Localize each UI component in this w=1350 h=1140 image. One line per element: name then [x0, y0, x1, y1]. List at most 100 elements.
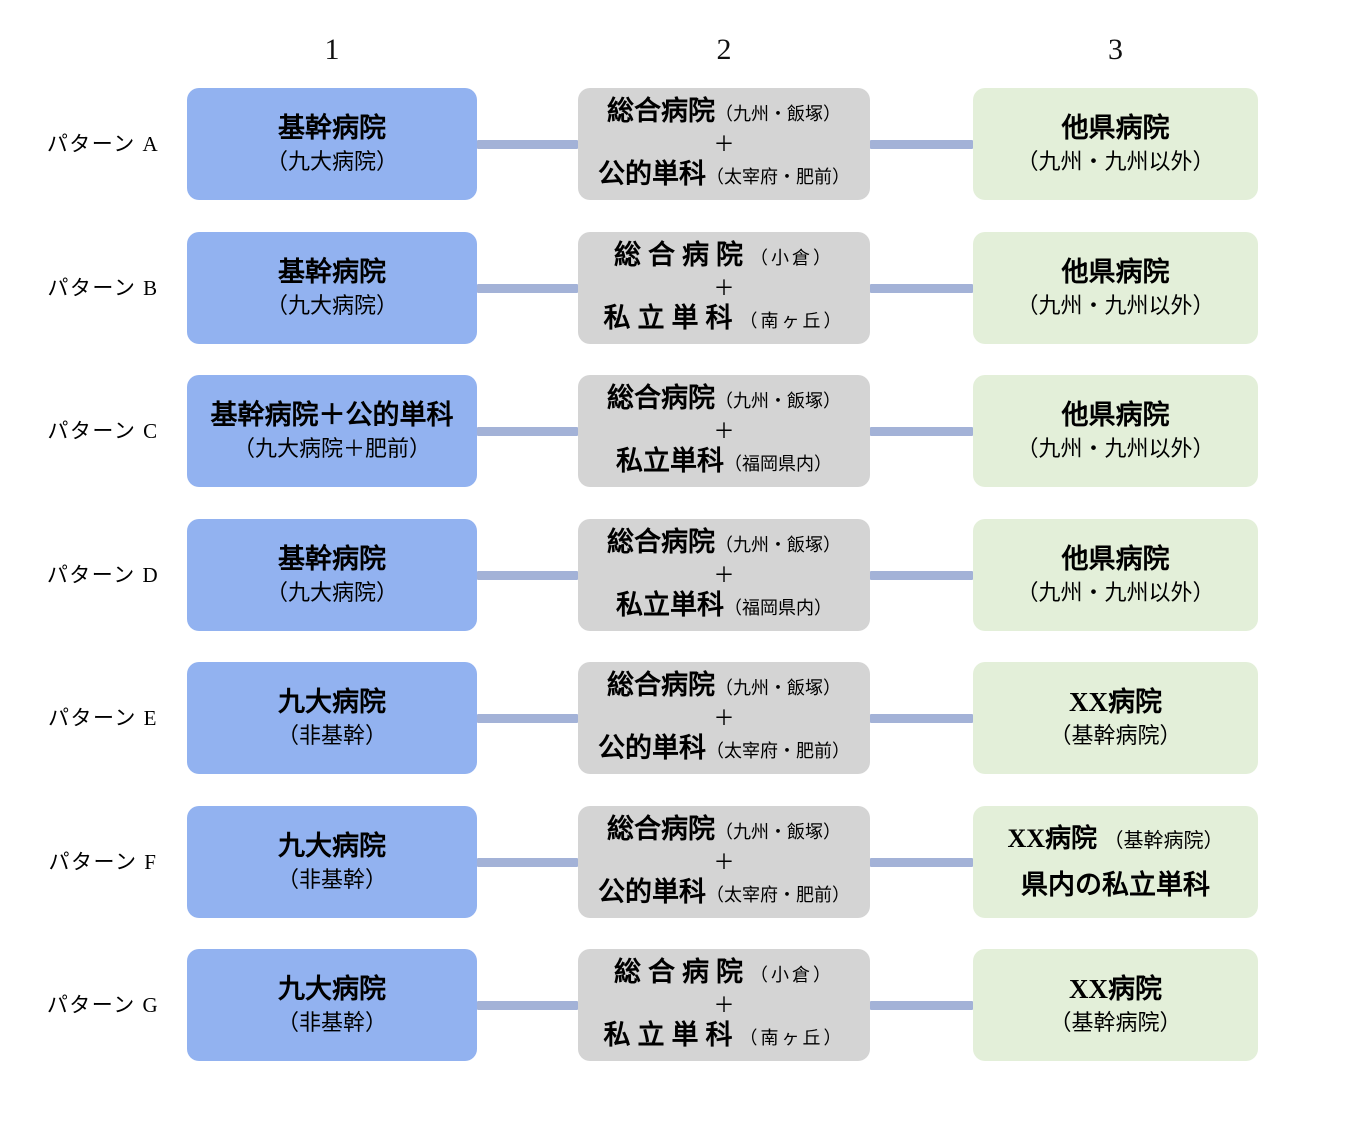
node-line-1-suffix: （九州・飯塚）: [715, 104, 841, 124]
node-line-1-main: 総合病院: [607, 383, 715, 413]
node-column1[interactable]: 基幹病院（九大病院）: [187, 232, 477, 344]
node-secondary-label: （基幹病院）: [1049, 723, 1182, 748]
node-column1[interactable]: 九大病院 （非基幹）: [187, 662, 477, 774]
node-line-2: 私立単科（福岡県内）: [616, 444, 832, 481]
node-column1[interactable]: 基幹病院（九大病院）: [187, 519, 477, 631]
connector-col2-col3: [870, 284, 973, 293]
node-column3[interactable]: XX病院 （基幹病院）: [973, 662, 1258, 774]
node-line-1-suffix: （九州・飯塚）: [715, 391, 841, 411]
pattern-row-label: パターン A: [46, 132, 160, 156]
node-line-1-main: 総合病院: [607, 814, 715, 844]
node-line-2-suffix: （福岡県内）: [724, 598, 832, 618]
node-secondary-label: （非基幹）: [276, 867, 387, 892]
connector-col2-col3: [870, 571, 973, 580]
node-line-2: 公的単科（太宰府・肥前）: [598, 731, 850, 768]
node-line-1-suffix: （九州・飯塚）: [715, 535, 841, 555]
node-secondary-label: （九州・九州以外）: [1016, 436, 1215, 461]
node-line-2: 県内の私立単科: [1021, 870, 1210, 900]
node-plus-separator: ＋: [713, 276, 735, 300]
node-column1[interactable]: 九大病院（非基幹）: [187, 949, 477, 1061]
node-line-1-main: 総合病院: [607, 527, 715, 557]
node-column2[interactable]: 総合病院（九州・飯塚）＋公的単科（太宰府・肥前）: [578, 806, 870, 918]
node-column2[interactable]: 総合病院（小倉）＋私立単科（南ヶ丘）: [578, 232, 870, 344]
node-line-2-main: 私立単科: [616, 590, 724, 620]
node-line-2-suffix: （福岡県内）: [724, 454, 832, 474]
node-secondary-label: （九州・九州以外）: [1016, 293, 1215, 318]
connector-col1-col2: [477, 571, 578, 580]
node-line-2-suffix: （南ヶ丘）: [739, 1028, 845, 1048]
node-line-2-main: 私立単科: [603, 303, 740, 333]
node-secondary-label: （非基幹）: [276, 1010, 387, 1035]
node-primary-label: 九大病院: [278, 687, 386, 717]
node-line-2-suffix: （南ヶ丘）: [739, 311, 845, 331]
node-line-1: 総合病院（九州・飯塚）: [607, 381, 841, 418]
node-primary-label: 他県病院: [1061, 400, 1170, 430]
node-column2[interactable]: 総合病院（九州・飯塚）＋私立単科（福岡県内）: [578, 375, 870, 487]
node-column1[interactable]: 基幹病院 （九大病院）: [187, 88, 477, 200]
node-line-1-main: 総合病院: [607, 96, 715, 126]
pattern-row-label: パターン B: [47, 276, 159, 300]
connector-col2-col3: [870, 427, 973, 436]
node-line-1: 総合病院（小倉）: [614, 955, 834, 992]
node-line-1: 総合病院（九州・飯塚）: [607, 668, 841, 705]
node-line-2-main: 私立単科: [616, 446, 724, 476]
node-line-1-suffix: （九州・飯塚）: [715, 678, 841, 698]
node-line-1: 総合病院（九州・飯塚）: [607, 812, 841, 849]
node-column3[interactable]: XX病院 （基幹病院） 県内の私立単科: [973, 806, 1258, 918]
connector-col2-col3: [870, 1001, 973, 1010]
node-column3[interactable]: XX病院（基幹病院）: [973, 949, 1258, 1061]
node-primary-label: 他県病院: [1061, 257, 1170, 287]
node-column1[interactable]: 基幹病院＋公的単科（九大病院＋肥前）: [187, 375, 477, 487]
node-line-1: 総合病院（九州・飯塚）: [607, 525, 841, 562]
node-line-2-suffix: （太宰府・肥前）: [706, 741, 850, 761]
node-line-1: XX病院 （基幹病院）: [1007, 817, 1223, 863]
node-primary-label: 他県病院: [1061, 544, 1170, 574]
node-primary-label: XX病院: [1069, 687, 1162, 717]
node-plus-separator: ＋: [713, 993, 735, 1017]
node-column3[interactable]: 他県病院 （九州・九州以外）: [973, 375, 1258, 487]
node-secondary-label: （九大病院）: [265, 149, 398, 174]
node-plus-separator: ＋: [713, 706, 735, 730]
node-plus-separator: ＋: [713, 419, 735, 443]
node-column1[interactable]: 九大病院（非基幹）: [187, 806, 477, 918]
connector-col1-col2: [477, 284, 578, 293]
node-primary-label: 他県病院: [1061, 113, 1170, 143]
node-primary-label: 基幹病院: [278, 113, 386, 143]
node-secondary-label: （九州・九州以外）: [1016, 580, 1215, 605]
node-line-2-main: 公的単科: [598, 159, 706, 189]
node-line-2-main: 公的単科: [598, 877, 706, 907]
node-line-2-suffix: （太宰府・肥前）: [706, 167, 850, 187]
node-column2[interactable]: 総合病院（小倉）＋私立単科（南ヶ丘）: [578, 949, 870, 1061]
node-column2[interactable]: 総合病院（九州・飯塚）＋私立単科（福岡県内）: [578, 519, 870, 631]
node-secondary-label: （九大病院＋肥前）: [232, 436, 431, 461]
node-line-2: 私立単科（南ヶ丘）: [604, 1018, 845, 1055]
node-line-1-suffix: （基幹病院）: [1103, 830, 1224, 852]
node-line-1-suffix: （九州・飯塚）: [715, 822, 841, 842]
connector-col1-col2: [477, 858, 578, 867]
node-line-2: 公的単科（太宰府・肥前）: [598, 875, 850, 912]
node-secondary-label: （九大病院）: [265, 580, 398, 605]
node-column3[interactable]: 他県病院 （九州・九州以外）: [973, 519, 1258, 631]
node-secondary-label: （非基幹）: [276, 723, 387, 748]
node-line-2: 私立単科（南ヶ丘）: [604, 301, 845, 338]
node-line-2-main: 公的単科: [598, 733, 706, 763]
node-line-1-main: 総合病院: [614, 957, 750, 987]
node-line-1-main: 総合病院: [614, 240, 750, 270]
column-header-2: 2: [716, 33, 732, 66]
node-column2[interactable]: 総合病院（九州・飯塚）＋公的単科（太宰府・肥前）: [578, 662, 870, 774]
node-line-1-main: 総合病院: [607, 670, 715, 700]
node-line-2-main: 私立単科: [603, 1020, 740, 1050]
node-line-1-main: XX病院: [1007, 824, 1098, 853]
node-secondary-label: （基幹病院）: [1049, 1010, 1182, 1035]
pattern-row-label: パターン G: [46, 993, 160, 1017]
pattern-row-label: パターン E: [47, 706, 159, 730]
node-column3[interactable]: 他県病院 （九州・九州以外）: [973, 232, 1258, 344]
node-line-2: 公的単科（太宰府・肥前）: [598, 157, 850, 194]
connector-col2-col3: [870, 714, 973, 723]
connector-col1-col2: [477, 140, 578, 149]
connector-col1-col2: [477, 1001, 578, 1010]
node-column3[interactable]: 他県病院（九州・九州以外）: [973, 88, 1258, 200]
node-column2[interactable]: 総合病院（九州・飯塚）＋公的単科（太宰府・肥前）: [578, 88, 870, 200]
node-plus-separator: ＋: [713, 132, 735, 156]
node-primary-label: 基幹病院: [278, 257, 386, 287]
